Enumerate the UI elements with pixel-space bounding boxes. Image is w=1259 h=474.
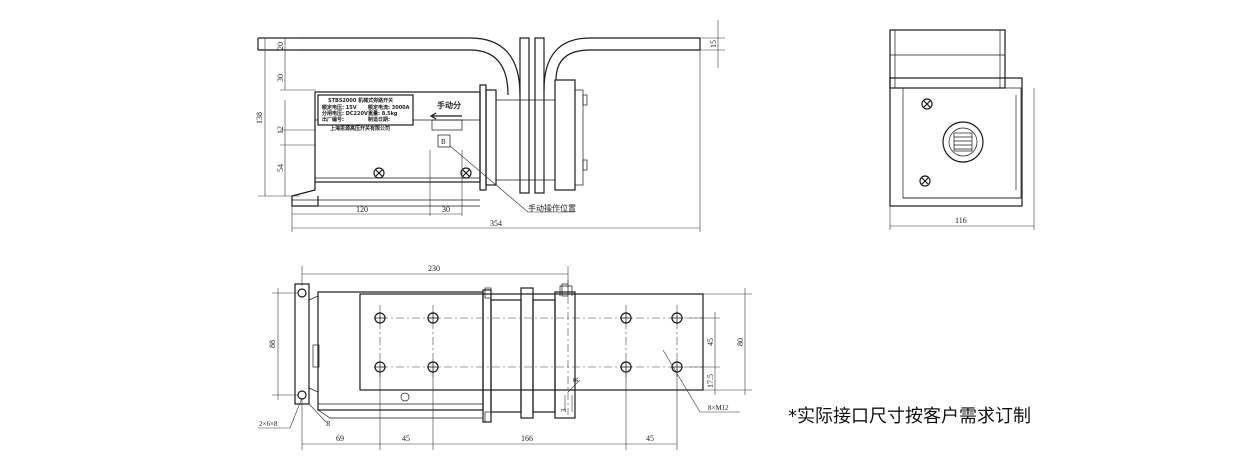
screw-icon: [919, 175, 931, 187]
nameplate-rated-current: 额定电流: 3000A: [368, 104, 410, 111]
top-view: [294, 280, 704, 423]
dim-230: 230: [428, 264, 440, 273]
bolt-hole: [620, 361, 632, 373]
nameplate: [317, 94, 414, 126]
manual-handle: [437, 134, 451, 148]
dim-12: 12: [276, 126, 285, 134]
screw-icon: [460, 167, 472, 179]
nameplate-maker: 上海思源高压开关有限公司: [330, 125, 390, 132]
radius-label-bracket: R: [326, 420, 331, 428]
front-dimensions: 20 30 138 12 54 15 120 30 354 手动操作位置: [255, 20, 725, 232]
dim-69: 69: [336, 434, 344, 443]
dim-45-right: 45: [646, 434, 654, 443]
dim-116: 116: [955, 216, 967, 225]
dim-3: 3: [560, 408, 568, 412]
dim-45-vertical: 45: [706, 338, 715, 346]
dim-166: 166: [521, 434, 533, 443]
screw-icon: [921, 98, 933, 110]
dim-80: 80: [736, 338, 745, 346]
custom-interface-note: *实际接口尺寸按客户需求订制: [788, 406, 1031, 427]
side-view: 116: [889, 29, 1035, 230]
mount-hole: [297, 288, 307, 298]
dim-354: 354: [490, 219, 502, 228]
manual-handle-position-label: 手动操作位置: [528, 203, 576, 213]
bolt-hole: [427, 312, 439, 324]
bolt-hole: [671, 312, 683, 324]
dim-88: 88: [268, 340, 277, 348]
dim-20: 20: [276, 42, 285, 50]
bolt-hole: [427, 361, 439, 373]
dim-17-5: 17.5: [706, 374, 715, 388]
bolt-hole: [620, 312, 632, 324]
nameplate-date: 制造日期:: [368, 116, 390, 123]
top-dimensions: 230 88 45 80 17.5 69 45 166 45 3 R: [258, 264, 752, 450]
radius-label-connector: R: [572, 377, 580, 382]
connector-port: [942, 121, 984, 163]
dim-138: 138: [255, 112, 264, 124]
screw-icon: [373, 167, 385, 179]
dim-30-horizontal: 30: [442, 205, 450, 214]
dim-30-vertical: 30: [276, 74, 285, 82]
bolt-spec-label: 8×M12: [708, 404, 729, 412]
dim-45-left: 45: [402, 434, 410, 443]
nameplate-rated-voltage: 额定电压: 15V: [322, 104, 357, 111]
dim-120: 120: [356, 205, 368, 214]
bolt-hole: [374, 312, 386, 324]
nameplate-open-voltage: 分闸电压: DC220V: [322, 110, 368, 117]
front-view: STBS2000 机械式旁路开关 额定电压: 15V 额定电流: 3000A 分…: [257, 37, 701, 207]
nameplate-weight: 重量: 8.5kg: [368, 110, 398, 117]
nameplate-title: STBS2000 机械式旁路开关: [328, 97, 393, 104]
hole-spec-label: 2×6×8: [259, 420, 278, 428]
bolt-hole: [374, 361, 386, 373]
manual-switch-label: 手动分: [437, 100, 461, 110]
dim-15: 15: [709, 40, 718, 48]
nameplate-serial: 出厂编号:: [322, 116, 344, 123]
dim-54: 54: [276, 164, 285, 172]
mount-hole: [297, 390, 307, 400]
svg-text:B: B: [441, 138, 446, 146]
